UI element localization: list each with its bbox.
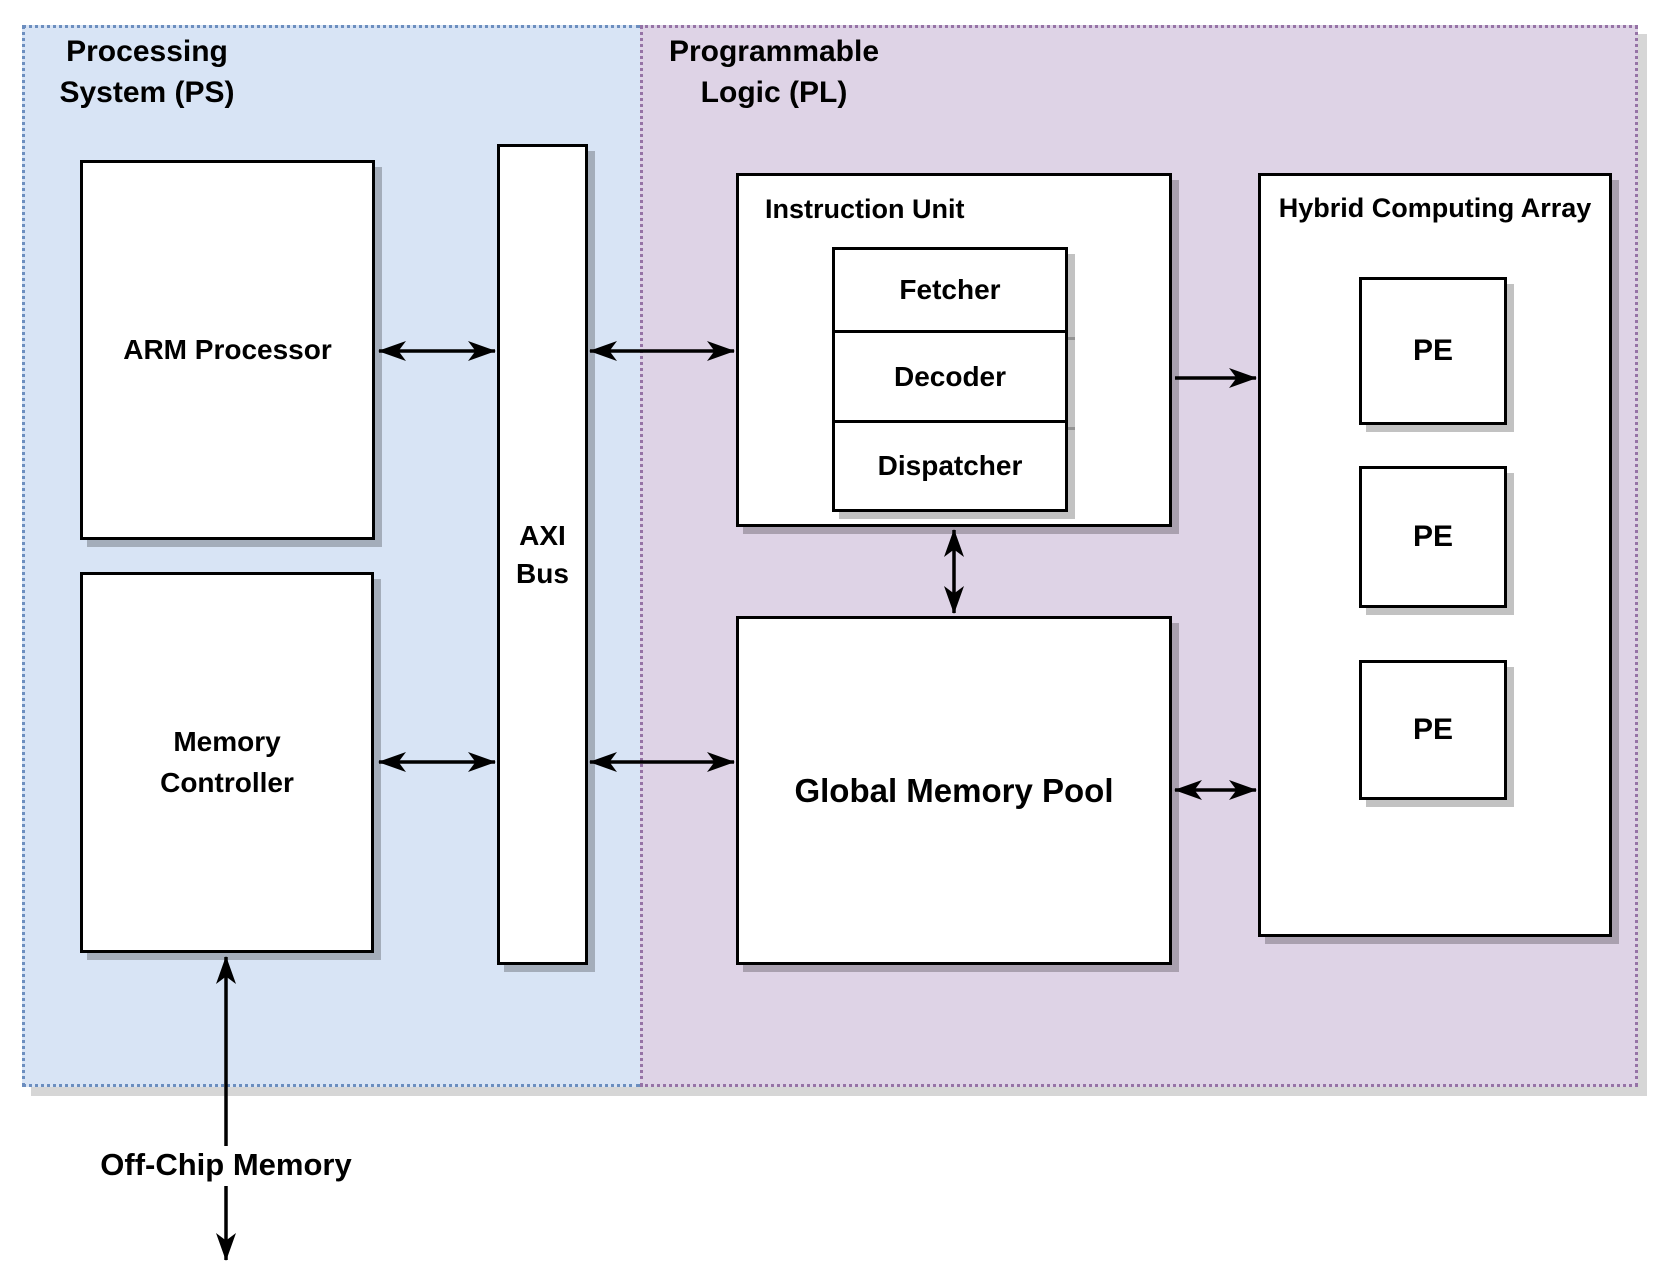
programmable-logic-title: Programmable Logic (PL) bbox=[661, 31, 887, 114]
arm-processor-label: ARM Processor bbox=[123, 334, 332, 365]
global-memory-pool-box: Global Memory Pool bbox=[736, 616, 1172, 965]
memory-controller-label-line1: Memory bbox=[173, 725, 281, 757]
pe-label-3: PE bbox=[1412, 713, 1454, 746]
memory-controller-box: Memory Controller bbox=[80, 572, 374, 953]
fetcher-label: Fetcher bbox=[899, 274, 1001, 305]
dispatcher-label: Dispatcher bbox=[877, 450, 1023, 481]
arm-processor-box: ARM Processor bbox=[80, 160, 375, 540]
pe-label-1: PE bbox=[1412, 334, 1454, 367]
pl-title-line2: Logic (PL) bbox=[700, 76, 848, 110]
pe-box-2: PE bbox=[1359, 466, 1507, 608]
axi-bus-label-line2: Bus bbox=[516, 557, 569, 589]
decoder-label: Decoder bbox=[893, 360, 1007, 392]
pe-label-2: PE bbox=[1412, 520, 1454, 553]
fetcher-box: Fetcher bbox=[832, 247, 1068, 333]
global-memory-pool-label: Global Memory Pool bbox=[794, 771, 1114, 809]
ps-title-line1: Processing bbox=[66, 35, 228, 68]
axi-bus-box: AXI Bus bbox=[497, 144, 588, 965]
pl-title-line1: Programmable bbox=[668, 35, 880, 68]
off-chip-memory-label: Off-Chip Memory bbox=[92, 1146, 360, 1186]
memory-controller-label-line2: Controller bbox=[160, 766, 294, 798]
ps-title-line2: System (PS) bbox=[59, 76, 235, 110]
dispatcher-box: Dispatcher bbox=[832, 420, 1068, 512]
instruction-unit-title: Instruction Unit bbox=[765, 194, 965, 224]
pe-box-1: PE bbox=[1359, 277, 1507, 425]
hybrid-computing-array-title: Hybrid Computing Array bbox=[1278, 193, 1592, 223]
axi-bus-label-line1: AXI bbox=[519, 519, 566, 551]
pe-box-3: PE bbox=[1359, 660, 1507, 800]
processing-system-title: Processing System (PS) bbox=[34, 31, 260, 114]
decoder-box: Decoder bbox=[832, 330, 1068, 423]
